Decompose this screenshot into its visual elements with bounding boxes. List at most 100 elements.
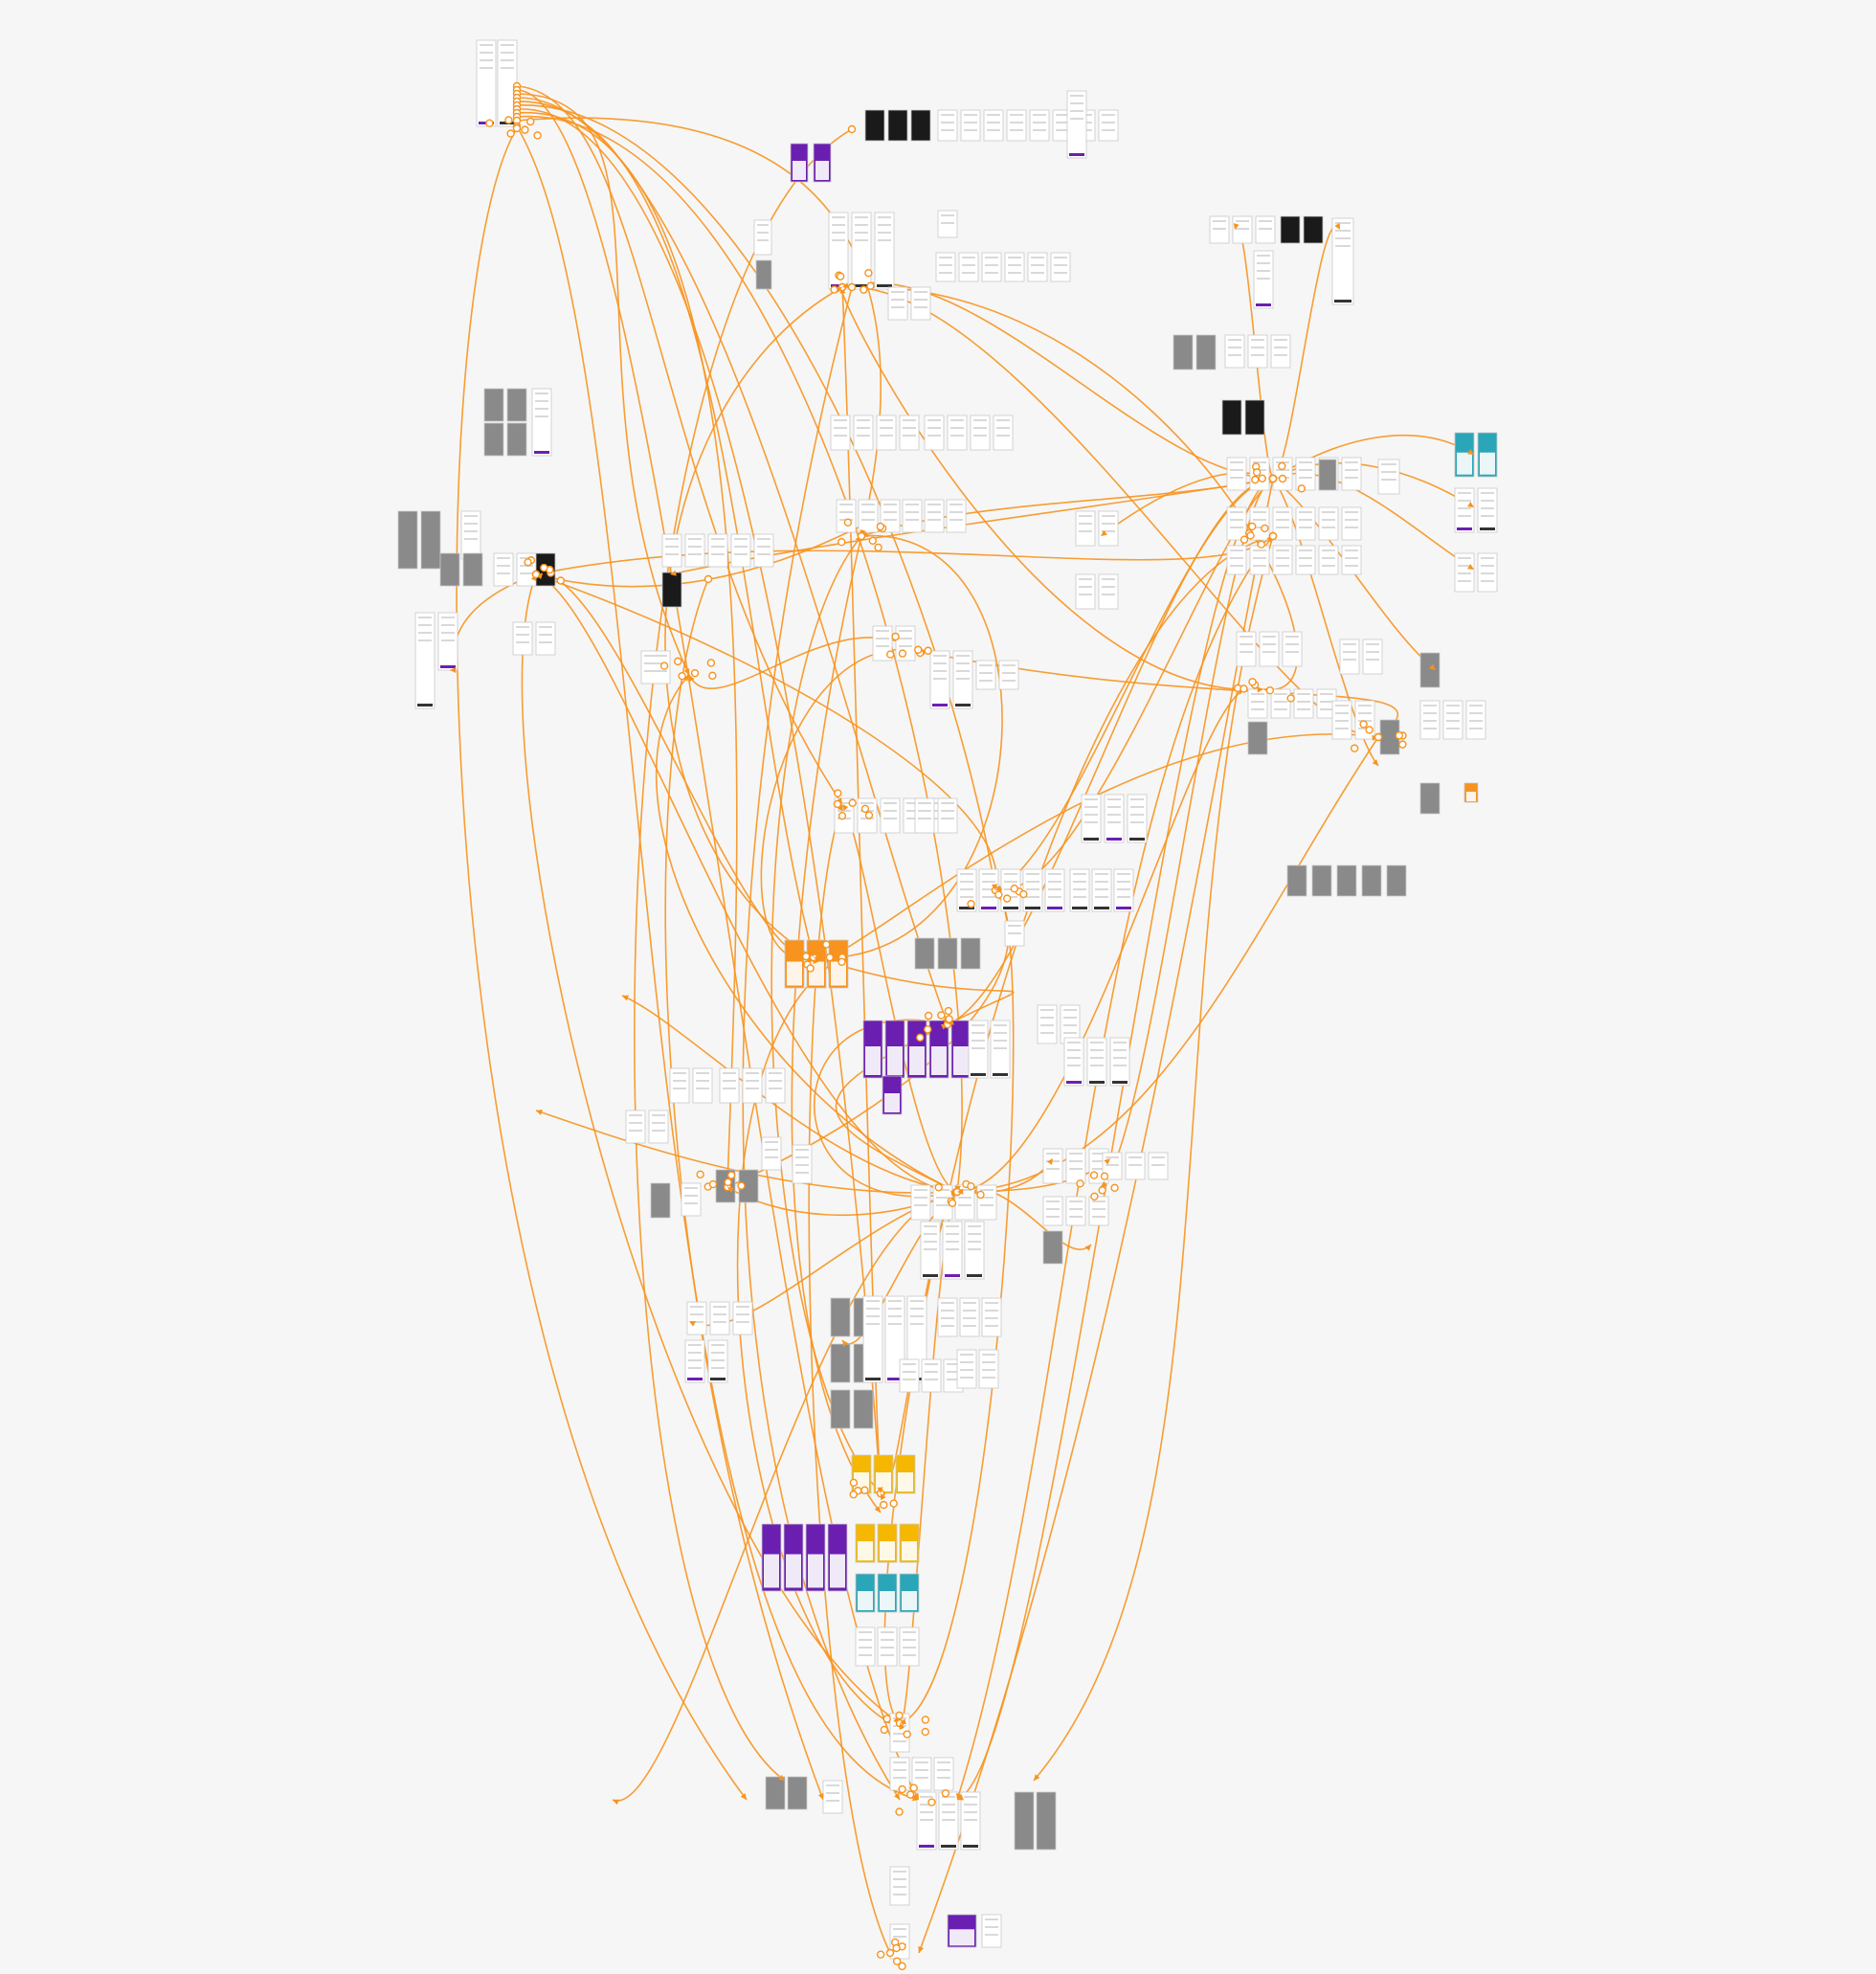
screen-content-line: [963, 1302, 976, 1304]
connector-hotspot-dot: [860, 1486, 869, 1494]
screen-content-line: [746, 1080, 759, 1082]
screen-content-line: [1366, 659, 1379, 661]
screen-content-line: [652, 1130, 665, 1132]
screen-content-line: [1251, 701, 1264, 703]
screen-content-line: [1335, 222, 1351, 224]
screen-thumbnail: [1361, 864, 1382, 897]
prototype-connector: [516, 104, 996, 891]
screen-content-line: [903, 1371, 916, 1373]
screen-content-line: [1095, 873, 1108, 875]
connector-arrowhead: [1104, 1158, 1110, 1165]
screen-frame: [1226, 457, 1247, 491]
screen-frame: [1318, 459, 1337, 491]
screen-content-line: [982, 1369, 995, 1371]
screen-content-line: [1004, 873, 1017, 875]
connector-arrowhead: [536, 1110, 543, 1115]
connector-hotspot-dot: [864, 811, 874, 819]
screen-content-line: [941, 802, 954, 804]
screen-content-line: [1067, 1042, 1081, 1043]
screen-thumbnail: [899, 415, 920, 451]
screen-content-line: [688, 1344, 702, 1346]
screen-content-line: [1008, 925, 1021, 927]
screen-thumbnail: [805, 1523, 826, 1592]
connector-hotspot-dot: [1359, 720, 1368, 729]
screen-content-line: [982, 873, 995, 875]
screen-thumbnail: [929, 650, 950, 709]
connector-hotspot-dot: [924, 646, 932, 655]
screen-thumbnail: [535, 621, 556, 656]
connector-arrowhead: [913, 1793, 919, 1800]
screen-content-line: [888, 1323, 902, 1325]
connector-hotspot-dot: [876, 1950, 885, 1959]
screen-card: [887, 1046, 903, 1075]
screen-thumbnail: [983, 109, 1004, 142]
screen-content-line: [684, 1187, 698, 1189]
screen-content-line: [1090, 1057, 1104, 1059]
screen-content-line: [1257, 278, 1270, 280]
connector-hotspot-dot: [934, 1183, 943, 1192]
screen-frame: [462, 552, 483, 587]
screen-content-line: [464, 515, 478, 517]
screen-content-line: [765, 1156, 778, 1158]
screen-thumbnail: [707, 533, 728, 568]
screen-frame: [910, 286, 931, 321]
screen-content-line: [1335, 712, 1349, 714]
screen-content-line: [881, 1631, 894, 1633]
screen-frame: [1280, 215, 1301, 244]
screen-frame: [880, 499, 901, 533]
screen-content-line: [1102, 578, 1115, 580]
screen-content-line: [949, 504, 963, 505]
screen-footer-bar: [1457, 527, 1472, 530]
screen-content-line: [1481, 565, 1494, 567]
screen-content-line: [1230, 469, 1243, 471]
screen-thumbnail: [753, 533, 774, 568]
screen-content-line: [1073, 896, 1086, 898]
screen-frame: [686, 1301, 707, 1335]
screen-content-line: [765, 1141, 778, 1143]
screen-frame: [981, 252, 1002, 282]
screen-content-line: [1113, 1057, 1127, 1059]
screen-frame: [1036, 1791, 1057, 1851]
screen-thumbnail: [956, 1349, 977, 1389]
prototype-connector: [956, 535, 1274, 1801]
screen-content-line: [918, 818, 931, 819]
screen-content-line: [1366, 651, 1379, 653]
prototype-connector: [535, 573, 958, 1193]
screen-content-line: [915, 1777, 928, 1779]
screen-content-line: [914, 1204, 927, 1206]
screen-content-line: [1073, 873, 1086, 875]
screen-content-line: [1285, 636, 1299, 638]
screen-thumbnail: [978, 868, 999, 912]
screen-content-line: [1297, 701, 1310, 703]
screen-content-line: [1002, 664, 1016, 666]
screen-content-line: [1117, 896, 1130, 898]
screen-content-line: [734, 546, 748, 548]
screen-content-line: [1092, 1208, 1106, 1210]
screen-content-line: [1090, 1065, 1104, 1066]
screen-content-line: [1257, 270, 1270, 272]
screen-content-line: [1335, 705, 1349, 707]
screen-content-line: [832, 216, 845, 218]
screen-content-line: [1107, 806, 1121, 808]
screen-frame: [1247, 721, 1268, 755]
screen-content-line: [941, 222, 954, 224]
screen-frame: [476, 39, 497, 127]
screen-content-line: [927, 419, 941, 421]
screen-content-line: [688, 553, 702, 555]
screen-thumbnail: [1318, 506, 1339, 541]
screen-content-line: [1095, 896, 1108, 898]
screen-content-line: [893, 1878, 906, 1880]
screen-frame: [1086, 1037, 1107, 1087]
screen-content-line: [927, 504, 941, 505]
screen-thumbnail: [506, 422, 527, 457]
screen-frame: [483, 422, 504, 457]
screen-content-line: [441, 617, 455, 618]
connector-hotspot-dot: [860, 285, 868, 294]
screen-frame: [853, 1389, 874, 1429]
screen-content-line: [1048, 873, 1061, 875]
screen-frame: [1361, 864, 1382, 897]
screen-frame: [1303, 215, 1324, 244]
screen-thumbnail: [855, 1523, 876, 1563]
screen-thumbnail: [968, 1020, 989, 1079]
